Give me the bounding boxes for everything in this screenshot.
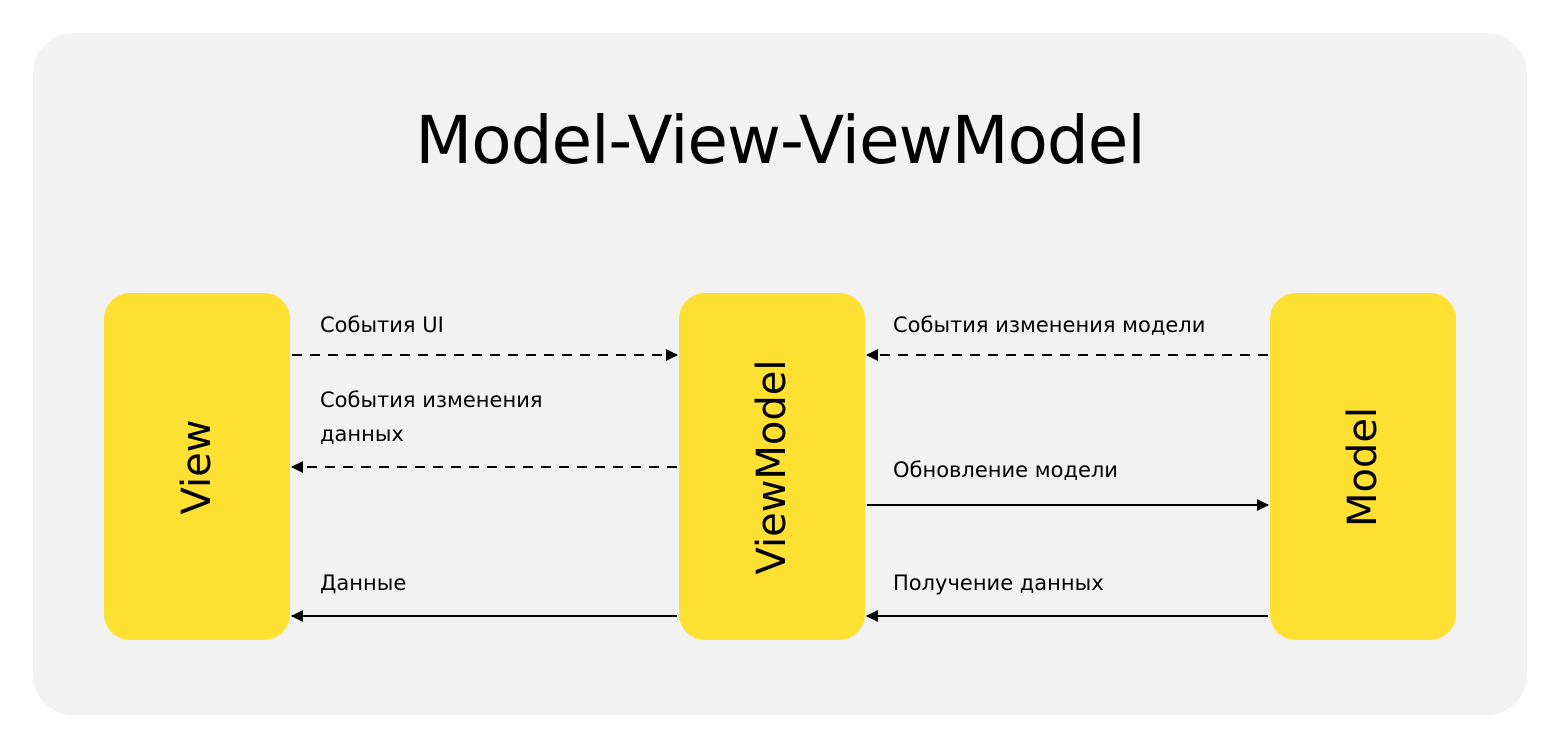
viewmodel-box: ViewModel bbox=[679, 293, 865, 640]
data-label: Данные bbox=[320, 571, 407, 595]
data-retrieval-label: Получение данных bbox=[893, 571, 1104, 595]
ui-events-label: События UI bbox=[320, 313, 444, 337]
data-change-events-label-1: События изменения bbox=[320, 388, 543, 412]
diagram-title: Model-View-ViewModel bbox=[415, 102, 1145, 179]
view-box: View bbox=[104, 293, 290, 640]
model-change-events-label: События изменения модели bbox=[893, 313, 1206, 337]
data-change-events-label-2: данных bbox=[320, 422, 404, 446]
model-box: Model bbox=[1270, 293, 1456, 640]
model-update-label: Обновление модели bbox=[893, 458, 1118, 482]
